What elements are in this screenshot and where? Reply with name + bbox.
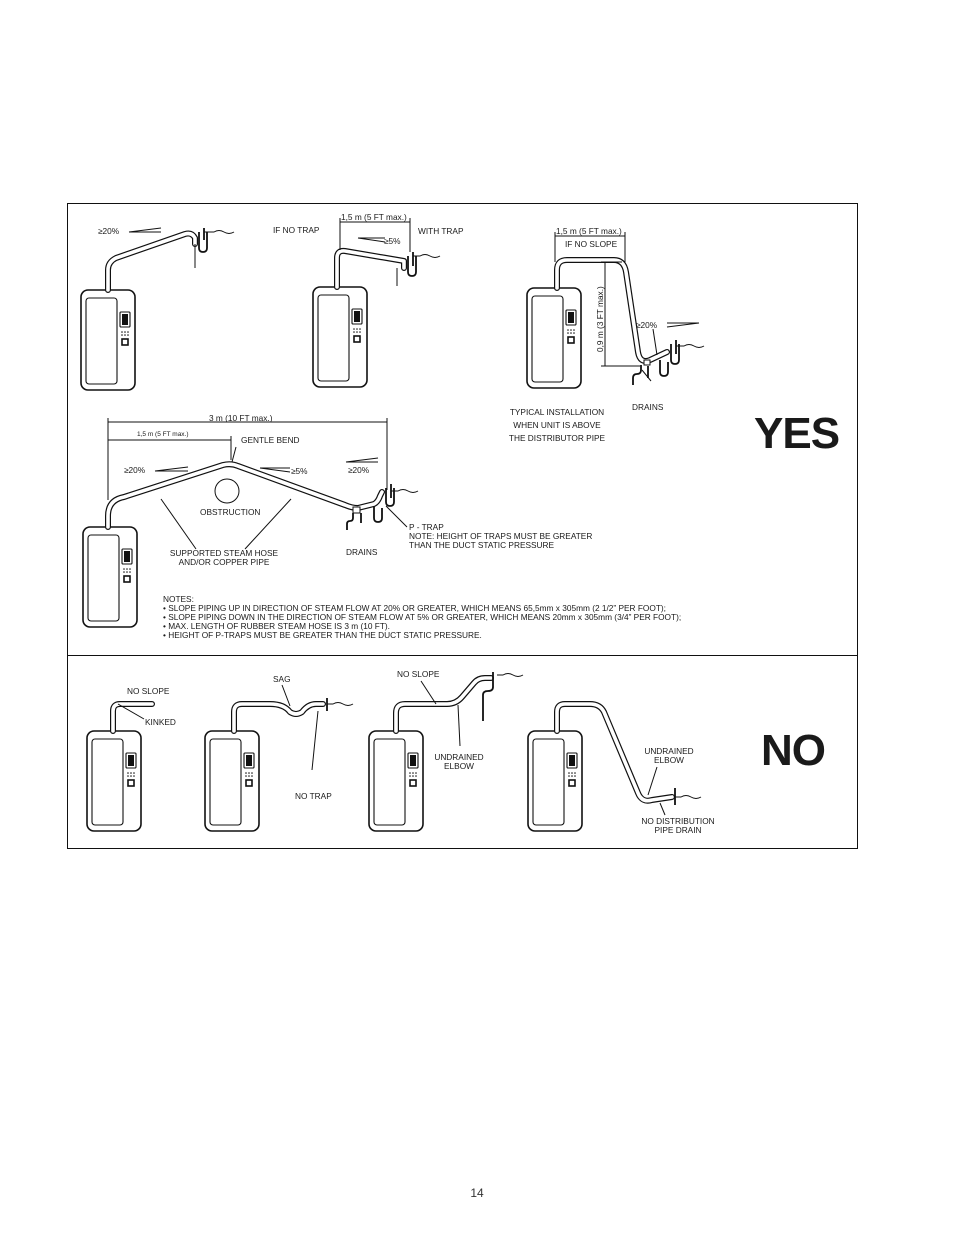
caption-line-2: WHEN UNIT IS ABOVE <box>513 420 601 430</box>
yes-fig4: 3 m (10 FT max.) 1,5 m (5 FT max.) GENTL… <box>82 413 592 628</box>
slope-end-label: ≥20% <box>348 465 370 475</box>
drains-label: DRAINS <box>346 547 378 557</box>
undrained-line-2: ELBOW <box>444 761 474 771</box>
slope-up-label: ≥20% <box>124 465 146 475</box>
length-label: 1,5 m (5 FT max.) <box>341 212 407 222</box>
kinked-label: KINKED <box>145 717 176 727</box>
support-line-1: SUPPORTED STEAM HOSE <box>170 548 279 558</box>
no-trap-label: IF NO TRAP <box>273 225 320 235</box>
no-fig4: UNDRAINED ELBOW NO DISTRIBUTION PIPE DRA… <box>527 701 715 835</box>
no-heading: NO <box>761 726 825 775</box>
no-slope-label: IF NO SLOPE <box>565 239 618 249</box>
note-4: • HEIGHT OF P-TRAPS MUST BE GREATER THAN… <box>163 630 482 640</box>
notes-title: NOTES: <box>163 594 194 604</box>
page-number: 14 <box>470 1186 484 1200</box>
undrained-line-2: ELBOW <box>654 755 684 765</box>
no-drain-line-2: PIPE DRAIN <box>654 825 701 835</box>
no-drain-line-1: NO DISTRIBUTION <box>641 816 714 826</box>
undrained-line-1: UNDRAINED <box>434 752 483 762</box>
slope-label: ≥5% <box>384 236 401 246</box>
note-3: • MAX. LENGTH OF RUBBER STEAM HOSE IS 3 … <box>163 621 390 631</box>
drains-label: DRAINS <box>632 402 664 412</box>
slope-down-label: ≥5% <box>291 466 308 476</box>
no-slope-label: NO SLOPE <box>397 669 440 679</box>
undrained-line-1: UNDRAINED <box>644 746 693 756</box>
height-label: 0,9 m (3 FT max.) <box>595 286 605 352</box>
support-line-2: AND/OR COPPER PIPE <box>179 557 270 567</box>
ptrap-line-3: THAN THE DUCT STATIC PRESSURE <box>409 540 555 550</box>
notes-block: NOTES: • SLOPE PIPING UP IN DIRECTION OF… <box>163 594 681 640</box>
with-trap-label: WITH TRAP <box>418 226 464 236</box>
ptrap-line-1: P - TRAP <box>409 522 444 532</box>
no-trap-label: NO TRAP <box>295 791 332 801</box>
yes-fig2: 1,5 m (5 FT max.) IF NO TRAP ≥5% WITH TR… <box>273 212 464 388</box>
caption-line-3: THE DISTRIBUTOR PIPE <box>509 433 606 443</box>
ptrap-line-2: NOTE: HEIGHT OF TRAPS MUST BE GREATER <box>409 531 592 541</box>
caption-line-1: TYPICAL INSTALLATION <box>510 407 604 417</box>
length-label: 1,5 m (5 FT max.) <box>556 226 622 236</box>
obstruction-label: OBSTRUCTION <box>200 507 260 517</box>
no-slope-label: NO SLOPE <box>127 686 170 696</box>
sag-label: SAG <box>273 674 291 684</box>
yes-panel-frame <box>67 203 858 656</box>
no-fig1: NO SLOPE KINKED <box>86 686 176 832</box>
slope-label: ≥20% <box>98 226 120 236</box>
no-fig2: SAG NO TRAP <box>204 674 354 832</box>
yes-fig3: 1,5 m (5 FT max.) IF NO SLOPE 0,9 m (3 F… <box>509 226 705 443</box>
no-panel-frame <box>67 655 858 849</box>
slope-label: ≥20% <box>636 320 658 330</box>
yes-fig1: ≥20% <box>80 226 235 391</box>
note-2: • SLOPE PIPING DOWN IN THE DIRECTION OF … <box>163 612 681 622</box>
gentle-bend-label: GENTLE BEND <box>241 435 300 445</box>
yes-heading: YES <box>754 409 839 458</box>
length-total-label: 3 m (10 FT max.) <box>209 413 273 423</box>
note-1: • SLOPE PIPING UP IN DIRECTION OF STEAM … <box>163 603 666 613</box>
no-fig3: NO SLOPE UNDRAINED ELBOW <box>368 669 524 832</box>
length-sub-label: 1,5 m (5 FT max.) <box>137 431 189 438</box>
